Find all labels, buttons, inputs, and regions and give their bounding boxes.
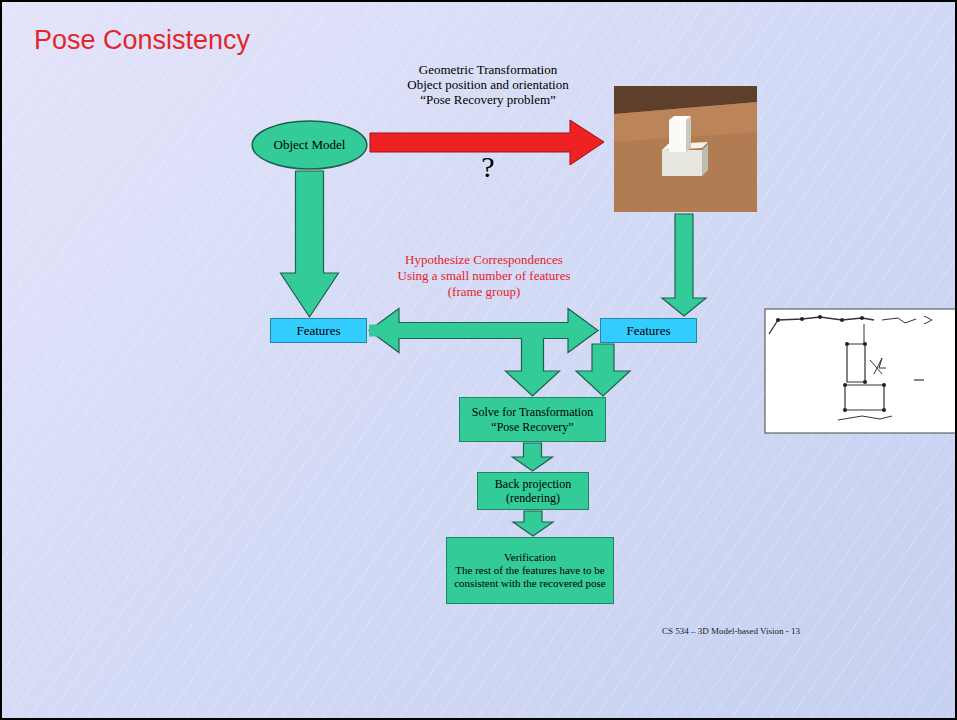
block-side [702, 144, 708, 176]
annotation: Using a small number of features [398, 268, 571, 284]
slide-title: Pose Consistency [34, 24, 250, 56]
edge-line [838, 416, 892, 420]
block-arrow [576, 344, 630, 396]
process-box: Back projection (rendering) [477, 472, 589, 510]
block-tower [669, 120, 686, 152]
annotation: Hypothesize Correspondences [405, 252, 563, 268]
table-top [614, 102, 757, 212]
question-mark: ? [481, 152, 494, 182]
block-arrow [369, 325, 560, 397]
node-text: Solve for Transformation “Pose Recovery” [464, 405, 601, 434]
corner-dot [882, 408, 886, 412]
node-text: Verification [504, 551, 556, 564]
corner-dot [860, 316, 864, 320]
arrow-body [513, 443, 553, 471]
footer-text: CS 534 – 3D Model-based Vision - 13 [662, 626, 800, 637]
node-text: Features [626, 323, 670, 339]
corner-dot [776, 318, 780, 322]
feature-box: Features [600, 318, 697, 343]
photo [614, 86, 757, 212]
annotation: (frame group) [448, 284, 521, 300]
arrow-body [281, 171, 339, 317]
block-arrow [513, 443, 553, 471]
ellipse-fill [252, 121, 367, 169]
tower-side [686, 116, 691, 152]
block-arrow [369, 309, 598, 353]
edge-line [924, 316, 932, 324]
arrow-body [513, 511, 553, 536]
feature-box: Features [270, 318, 367, 343]
edge-line [914, 379, 924, 380]
corner-dot [843, 408, 847, 412]
arrow-outline [506, 339, 560, 397]
corner-dot [818, 315, 822, 319]
corner-dot [843, 383, 847, 387]
photo-ground [614, 86, 757, 212]
corner-dot [882, 383, 886, 387]
edge-sketch [765, 309, 957, 433]
block-front [662, 150, 702, 176]
edge-line [845, 385, 884, 410]
arrow-join [369, 325, 533, 337]
tower-top [669, 116, 691, 120]
corner-dot [863, 342, 867, 346]
corner-dot [863, 380, 867, 384]
corner-dot [800, 317, 804, 321]
annotation: “Pose Recovery problem” [420, 92, 556, 108]
annotation: Object position and orientation [407, 77, 568, 93]
model-ellipse: Object Model [251, 120, 368, 170]
edge-line [882, 318, 916, 323]
corner-dot [845, 342, 849, 346]
node-text: Features [296, 323, 340, 339]
corner-dot [840, 318, 844, 322]
node-text: Back projection (rendering) [482, 477, 584, 506]
down-arrow [662, 214, 706, 316]
block-arrow [281, 171, 339, 317]
edge-line [769, 317, 874, 334]
node-text: The rest of the features have to be cons… [451, 564, 609, 590]
sketch-frame [765, 309, 957, 433]
edge-line [874, 358, 886, 374]
arrow-body [506, 331, 560, 397]
edge-line [847, 344, 865, 382]
node-text: Object Model [274, 137, 346, 153]
arrow-body [576, 344, 630, 396]
process-box: Solve for Transformation “Pose Recovery” [459, 397, 606, 442]
process-box: VerificationThe rest of the features hav… [446, 537, 614, 604]
edge-line [864, 324, 865, 344]
block-arrow [513, 511, 553, 536]
annotation: Geometric Transformation [419, 62, 557, 78]
arrow-body [369, 309, 598, 353]
